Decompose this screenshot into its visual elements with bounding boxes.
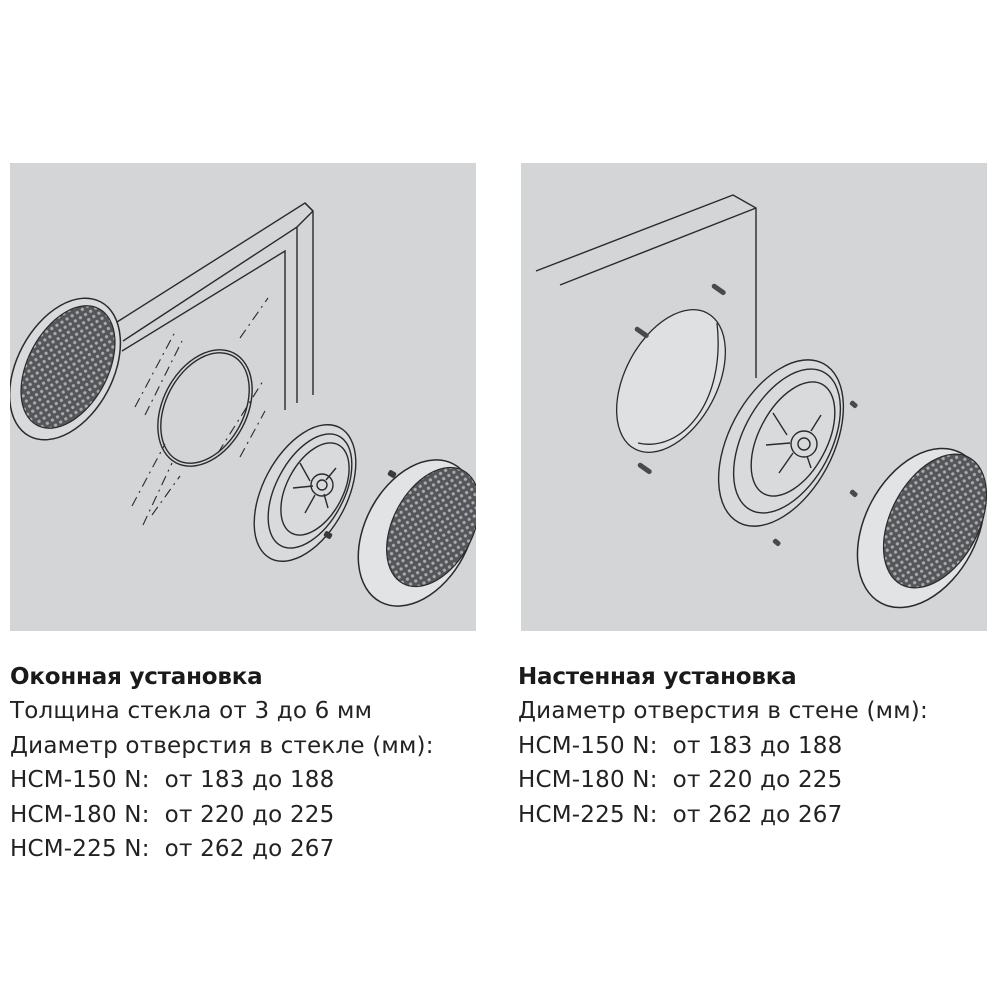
glass-thickness-text: Толщина стекла от 3 до 6 мм — [10, 698, 373, 724]
wall-hole-diameter-label: Диаметр отверстия в стене (мм): — [518, 698, 928, 724]
wall-hole-sleeve-icon — [615, 309, 727, 453]
spec-row-hcm-180: НСМ-180 N: от 220 до 225 — [518, 767, 843, 793]
inner-grille-icon — [10, 297, 122, 441]
wall-installation-title: Настенная установка — [518, 664, 797, 690]
window-exploded-illustration — [10, 202, 476, 607]
glass-hole-icon — [157, 349, 253, 467]
window-frame-icon — [116, 202, 314, 410]
spec-row-hcm-180: НСМ-180 N: от 220 до 225 — [10, 801, 335, 828]
spec-row-hcm-150: НСМ-150 N: от 183 до 188 — [518, 732, 843, 759]
fan-unit-icon — [253, 424, 357, 562]
wall-exploded-illustration — [535, 194, 987, 609]
wall-installation-caption: Настенная установка Диаметр отверстия в … — [518, 660, 928, 832]
mounting-pins-icon — [634, 283, 858, 547]
outer-hood-icon — [357, 459, 476, 607]
window-installation-diagram — [10, 163, 476, 631]
glass-hole-diameter-label: Диаметр отверстия в стекле (мм): — [10, 732, 434, 759]
window-installation-title: Оконная установка — [10, 664, 263, 690]
wall-corner-icon — [535, 194, 757, 378]
spec-row-hcm-150: НСМ-150 N: от 183 до 188 — [10, 767, 335, 793]
glass-pane-lines — [131, 297, 269, 526]
wall-installation-diagram — [521, 163, 987, 631]
screws-icon — [323, 470, 397, 539]
outer-hood-icon — [856, 447, 987, 609]
window-installation-caption: Оконная установка Толщина стекла от 3 до… — [10, 660, 434, 867]
spec-row-hcm-225: НСМ-225 N: от 262 до 267 — [518, 801, 843, 828]
spec-row-hcm-225: НСМ-225 N: от 262 до 267 — [10, 836, 335, 862]
fan-unit-icon — [717, 359, 845, 527]
